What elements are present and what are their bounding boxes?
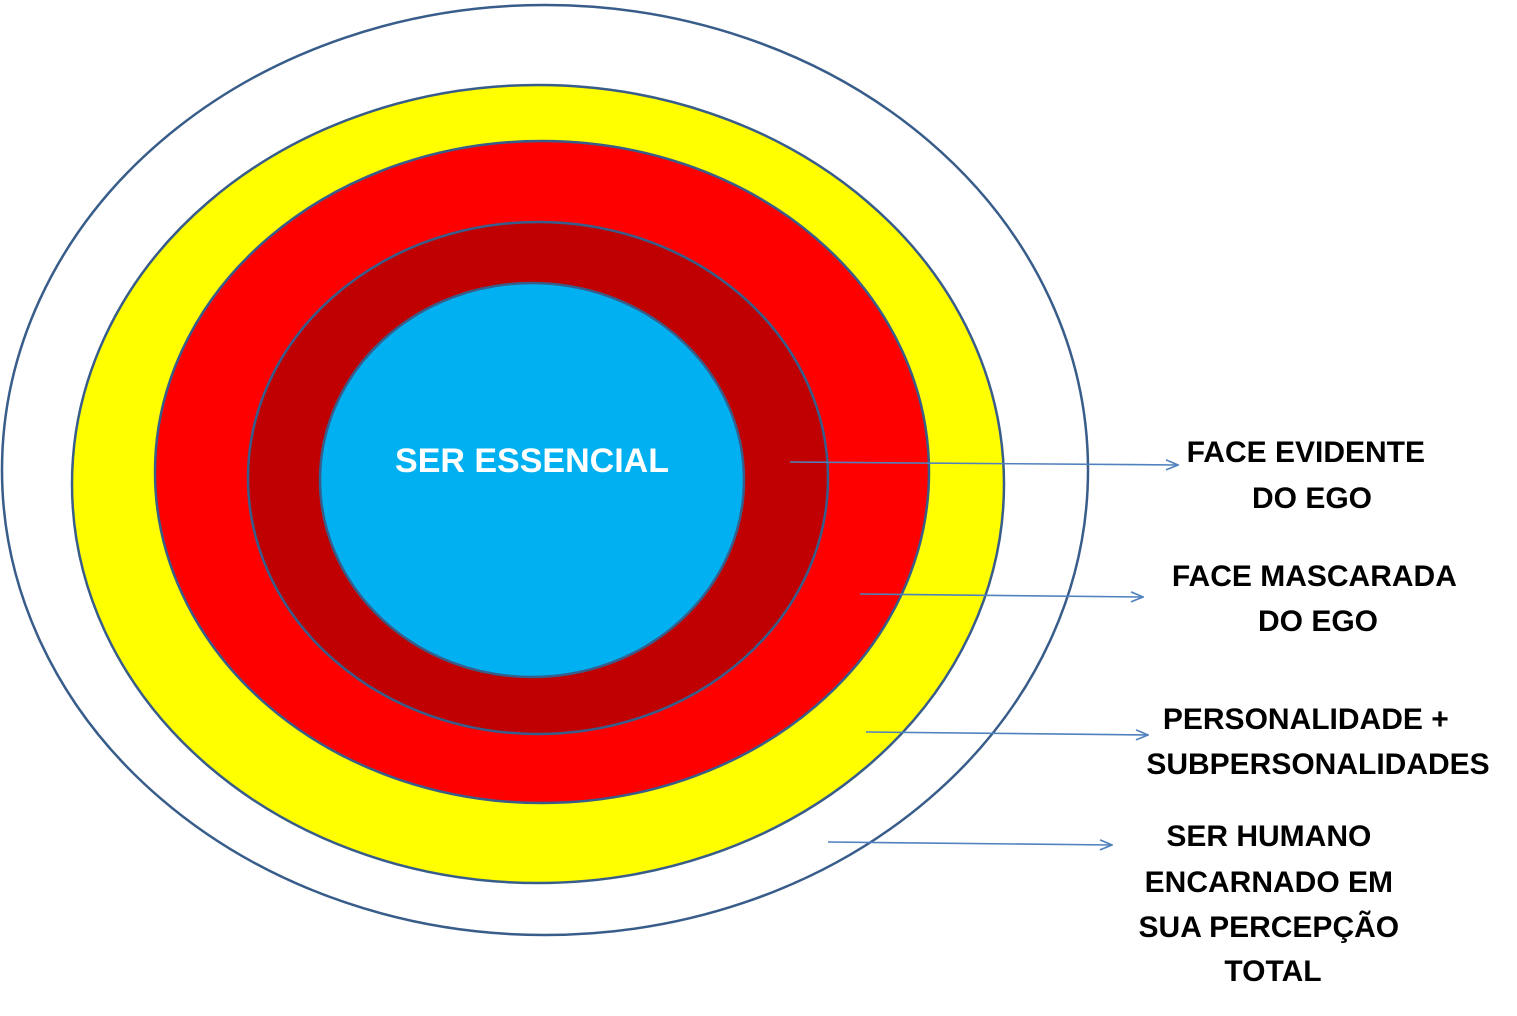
label-face-evidente-line-1: FACE EVIDENTE <box>1187 436 1425 469</box>
label-face-mascarada: FACE MASCARADA DO EGO <box>1172 560 1464 638</box>
label-personalidade-line-1: PERSONALIDADE + <box>1163 703 1449 736</box>
label-ser-humano-line-4: TOTAL <box>1224 955 1321 988</box>
label-personalidade-line-2: SUBPERSONALIDADES <box>1146 748 1489 781</box>
arrow-face-evidente <box>789 462 1178 465</box>
arrow-personalidade <box>865 732 1148 735</box>
label-face-mascarada-line-1: FACE MASCARADA <box>1172 560 1456 593</box>
label-personalidade: PERSONALIDADE + SUBPERSONALIDADES <box>1146 703 1489 781</box>
label-ser-humano-line-2: ENCARNADO EM <box>1145 866 1393 899</box>
label-face-evidente-line-2: DO EGO <box>1252 482 1372 515</box>
label-ser-humano: SER HUMANO ENCARNADO EM SUA PERCEPÇÃO TO… <box>1139 820 1408 988</box>
label-ser-humano-line-1: SER HUMANO <box>1166 820 1371 853</box>
arrow-ser-humano <box>827 842 1112 845</box>
center-label: SER ESSENCIAL <box>395 442 669 480</box>
label-face-evidente: FACE EVIDENTE DO EGO <box>1187 436 1434 515</box>
core-essential-being <box>318 281 746 679</box>
arrow-face-mascarada <box>859 594 1143 597</box>
label-face-mascarada-line-2: DO EGO <box>1258 605 1378 638</box>
label-ser-humano-line-3: SUA PERCEPÇÃO <box>1139 910 1400 944</box>
